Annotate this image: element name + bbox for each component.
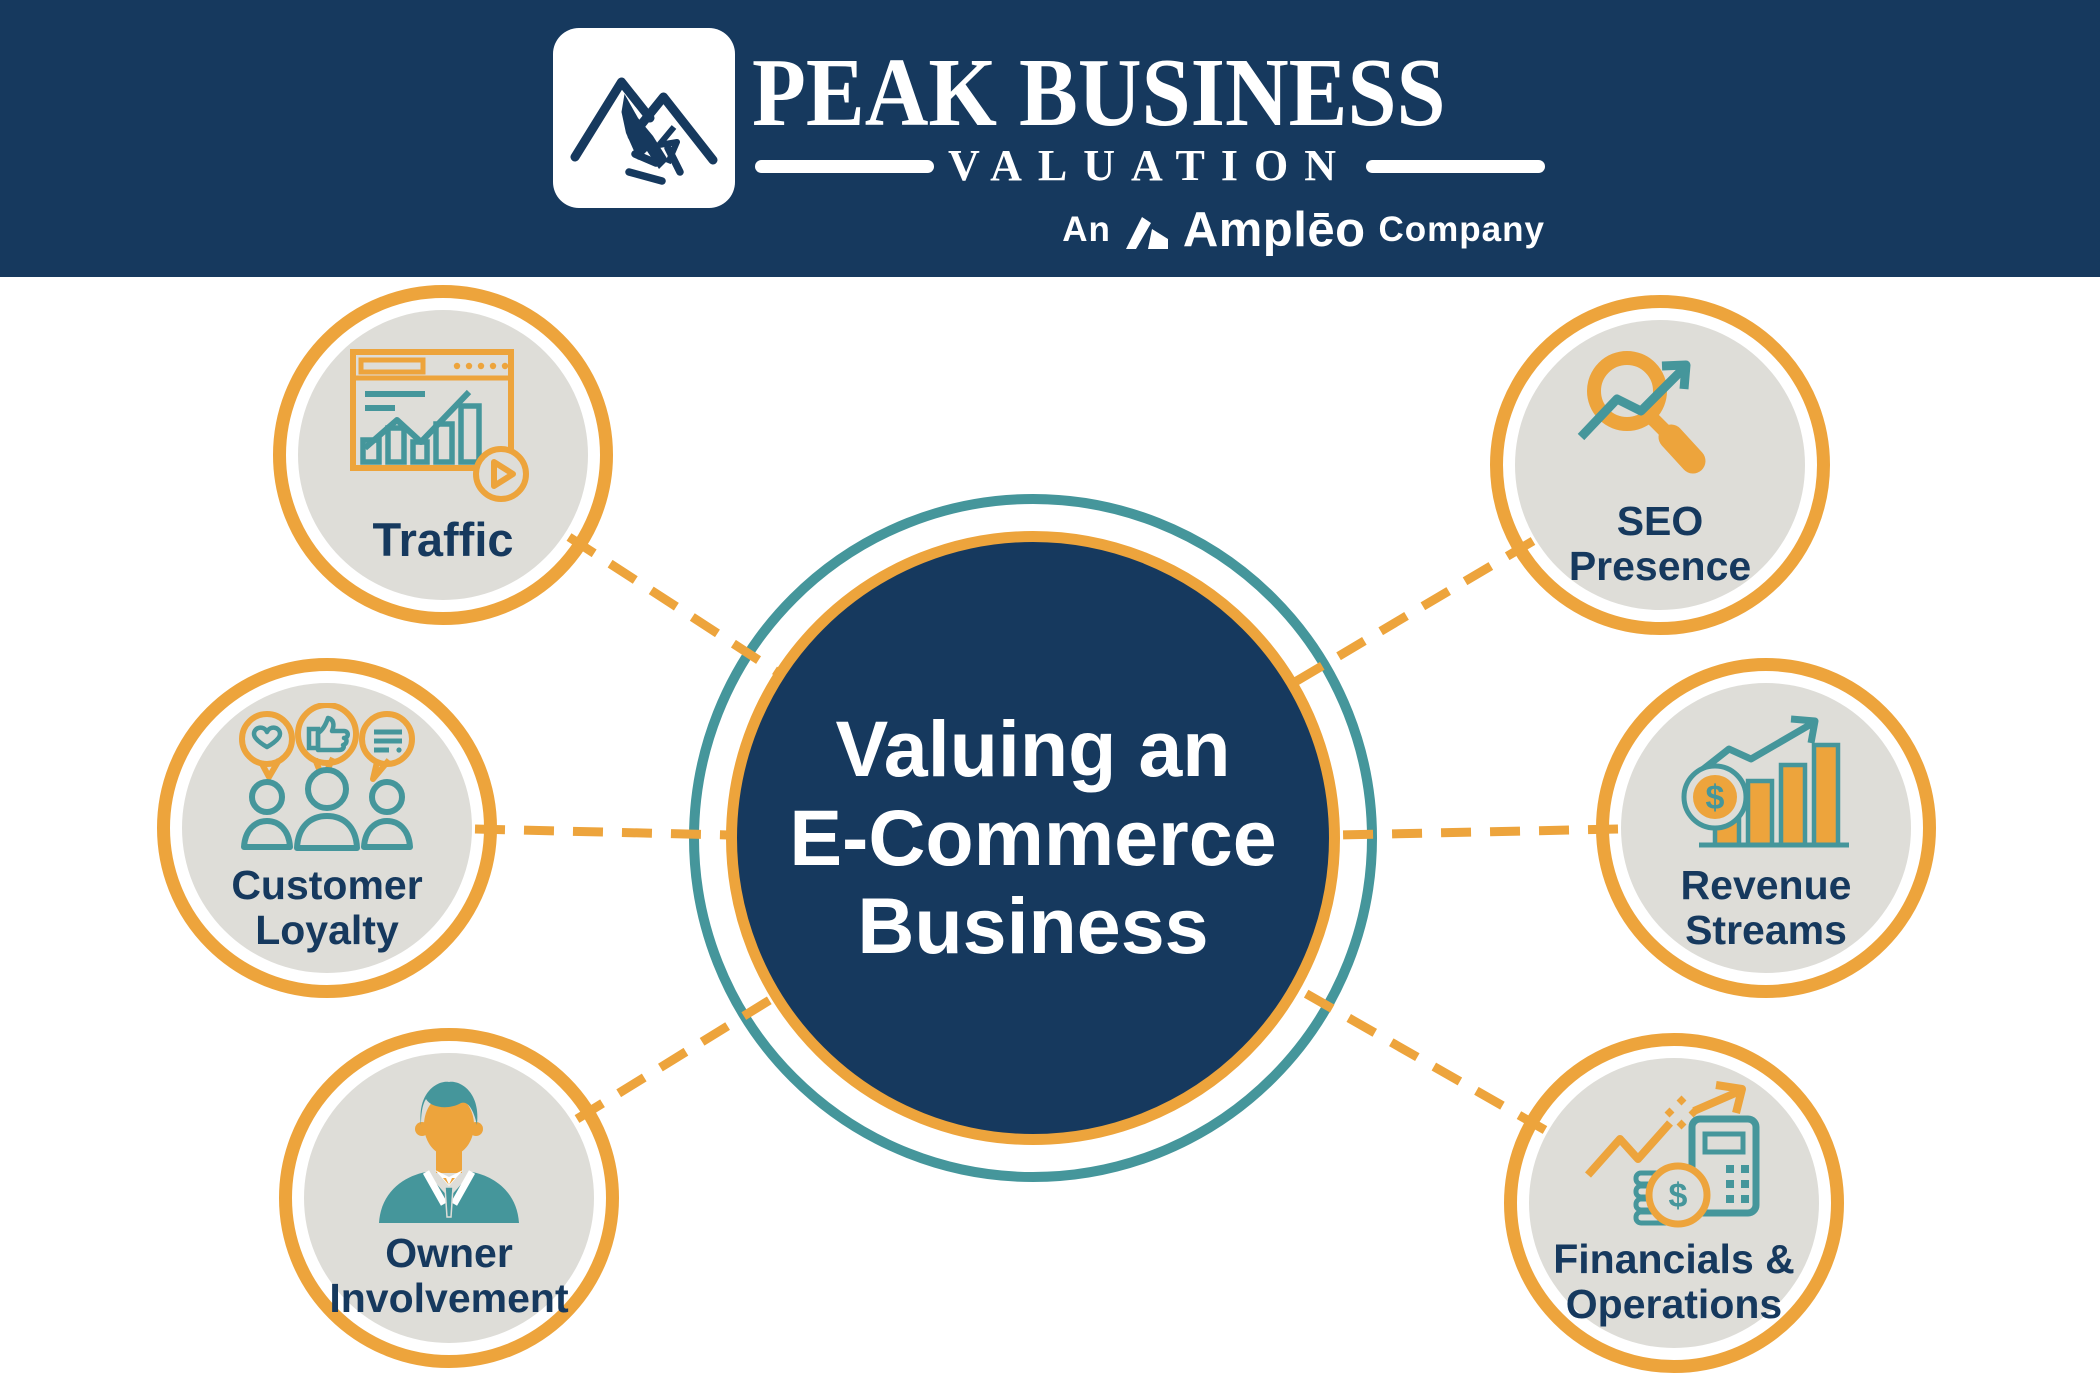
node-disc: Traffic (298, 310, 588, 600)
node-label: Involvement (329, 1275, 569, 1321)
financials-calculator-icon: $ (1585, 1080, 1760, 1228)
dollar-glyph: $ (1706, 779, 1725, 817)
brand-subtitle-row: VALUATION (755, 141, 1546, 190)
node-disc: SEO Presence (1515, 320, 1805, 610)
ampleo-logo-icon (1125, 217, 1168, 249)
company-tagline: An Amplēo Company (1050, 203, 1545, 257)
owner-avatar-icon (379, 1081, 519, 1223)
subtitle-rule-right (1366, 159, 1546, 173)
node-disc: Customer Loyalty (182, 683, 472, 973)
center-node: Valuing an E-Commerce Business (726, 531, 1340, 1145)
node-customer-loyalty: Customer Loyalty (157, 658, 497, 998)
brand-name: PEAK BUSINESS (752, 39, 1446, 147)
node-owner-involvement: Owner Involvement (279, 1028, 619, 1368)
revenue-bars-icon: $ (1681, 715, 1849, 848)
customer-loyalty-icon (239, 702, 415, 851)
connector-revenue-streams (1337, 824, 1619, 840)
dollar-glyph: $ (1669, 1177, 1688, 1215)
node-disc: $ Financials & Operations (1529, 1058, 1819, 1348)
node-revenue-streams: $ Revenue Streams (1596, 658, 1936, 998)
mountain-logo-icon (570, 77, 718, 185)
node-label: Loyalty (255, 907, 399, 953)
seo-magnifier-icon (1577, 350, 1706, 474)
node-label: Owner (385, 1229, 513, 1276)
center-title-line: Valuing an (835, 704, 1231, 794)
node-seo-presence: SEO Presence (1490, 295, 1830, 635)
node-disc: $ Revenue Streams (1621, 683, 1911, 973)
node-label: Presence (1568, 543, 1752, 589)
header-banner: PEAK BUSINESS VALUATION An Amplēo Compan… (0, 0, 2100, 277)
node-label: Revenue (1680, 861, 1852, 908)
node-label: Financials & (1553, 1235, 1795, 1282)
node-label: Customer (231, 861, 423, 908)
node-financials-operations: $ Financials & Operations (1504, 1033, 1844, 1373)
node-traffic: Traffic (273, 285, 613, 625)
subtitle-rule-left (755, 159, 935, 173)
node-label: Traffic (372, 513, 514, 567)
traffic-analytics-icon (350, 349, 529, 503)
brand-logo (553, 28, 735, 208)
center-title-line: E-Commerce (789, 792, 1277, 882)
tagline-prefix: An (1062, 210, 1111, 249)
node-label: Streams (1685, 907, 1847, 953)
center-node-ring: Valuing an E-Commerce Business (689, 494, 1377, 1182)
brand-subtitle: VALUATION (948, 141, 1352, 190)
tagline-brand: Amplēo (1182, 203, 1366, 257)
center-title-line: Business (857, 881, 1209, 971)
tagline-suffix: Company (1378, 210, 1545, 249)
node-disc: Owner Involvement (304, 1053, 594, 1343)
node-label: SEO (1616, 497, 1704, 544)
node-label: Operations (1565, 1281, 1783, 1327)
